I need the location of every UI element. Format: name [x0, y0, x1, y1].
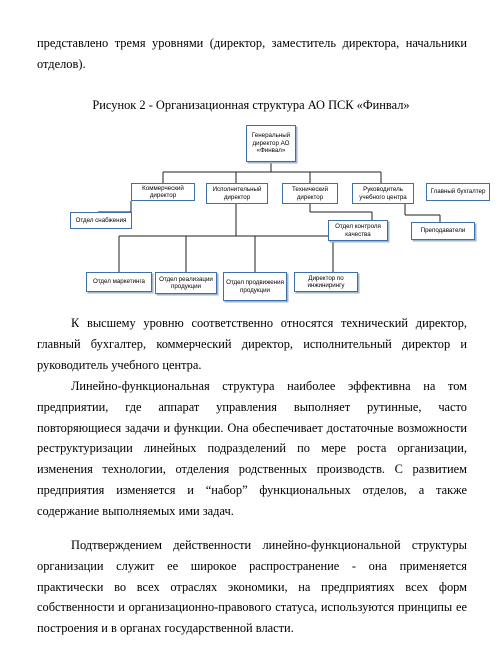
org-box-teachers-label: Преподаватели [420, 227, 466, 235]
paragraph-confirmation: Подтверждением действенности линейно-фун… [37, 538, 467, 636]
org-box-promotion-department: Отдел продвижения продукции [223, 272, 287, 301]
org-box-commercial-director-label: Коммерческий директор [142, 184, 184, 199]
org-box-executive-director: Исполнительный директор [206, 183, 268, 204]
org-box-promotion-department-label: Отдел продвижения продукции [226, 279, 284, 294]
org-box-technical-director-label: Технический директор [291, 186, 329, 201]
org-box-general-director-label: Генеральный директор АО «Финвал» [251, 132, 291, 155]
org-box-executive-director-label: Исполнительный директор [212, 186, 262, 201]
org-box-quality-control-department-label: Отдел контроля качества [335, 223, 381, 238]
org-box-commercial-director: Коммерческий директор [131, 183, 195, 201]
org-box-marketing-department-label: Отдел маркетинга [92, 278, 146, 286]
org-box-supply-department-label: Отдел снабжения [75, 216, 127, 224]
paragraph-linear-functional: Линейно-функциональная структура наиболе… [37, 379, 467, 518]
org-chart: Генеральный директор АО «Финвал» Коммерч… [0, 0, 502, 310]
org-box-engineering-director-label: Директор по инжинирингу [307, 274, 345, 289]
figure-caption: Рисунок 2 - Организационная структура АО… [92, 98, 410, 112]
paragraph-top-level: К высшему уровню соответственно относятс… [37, 316, 467, 372]
org-box-sales-department-label: Отдел реализации продукции [159, 275, 213, 290]
org-box-marketing-department: Отдел маркетинга [86, 272, 152, 292]
paragraph-levels: представлено тремя уровнями (директор, з… [37, 36, 467, 71]
org-box-technical-director: Технический директор [282, 183, 338, 204]
org-box-supply-department: Отдел снабжения [70, 212, 132, 229]
org-box-engineering-director: Директор по инжинирингу [294, 272, 358, 292]
org-box-training-center-head-label: Руководитель учебного центра [359, 186, 407, 201]
org-box-chief-accountant-label: Главный бухгалтер [430, 188, 486, 196]
org-box-sales-department: Отдел реализации продукции [155, 272, 217, 294]
org-box-quality-control-department: Отдел контроля качества [328, 220, 388, 241]
org-box-chief-accountant: Главный бухгалтер [426, 183, 490, 201]
org-box-teachers: Преподаватели [411, 222, 475, 240]
org-box-general-director: Генеральный директор АО «Финвал» [246, 125, 296, 162]
org-box-training-center-head: Руководитель учебного центра [352, 183, 414, 204]
